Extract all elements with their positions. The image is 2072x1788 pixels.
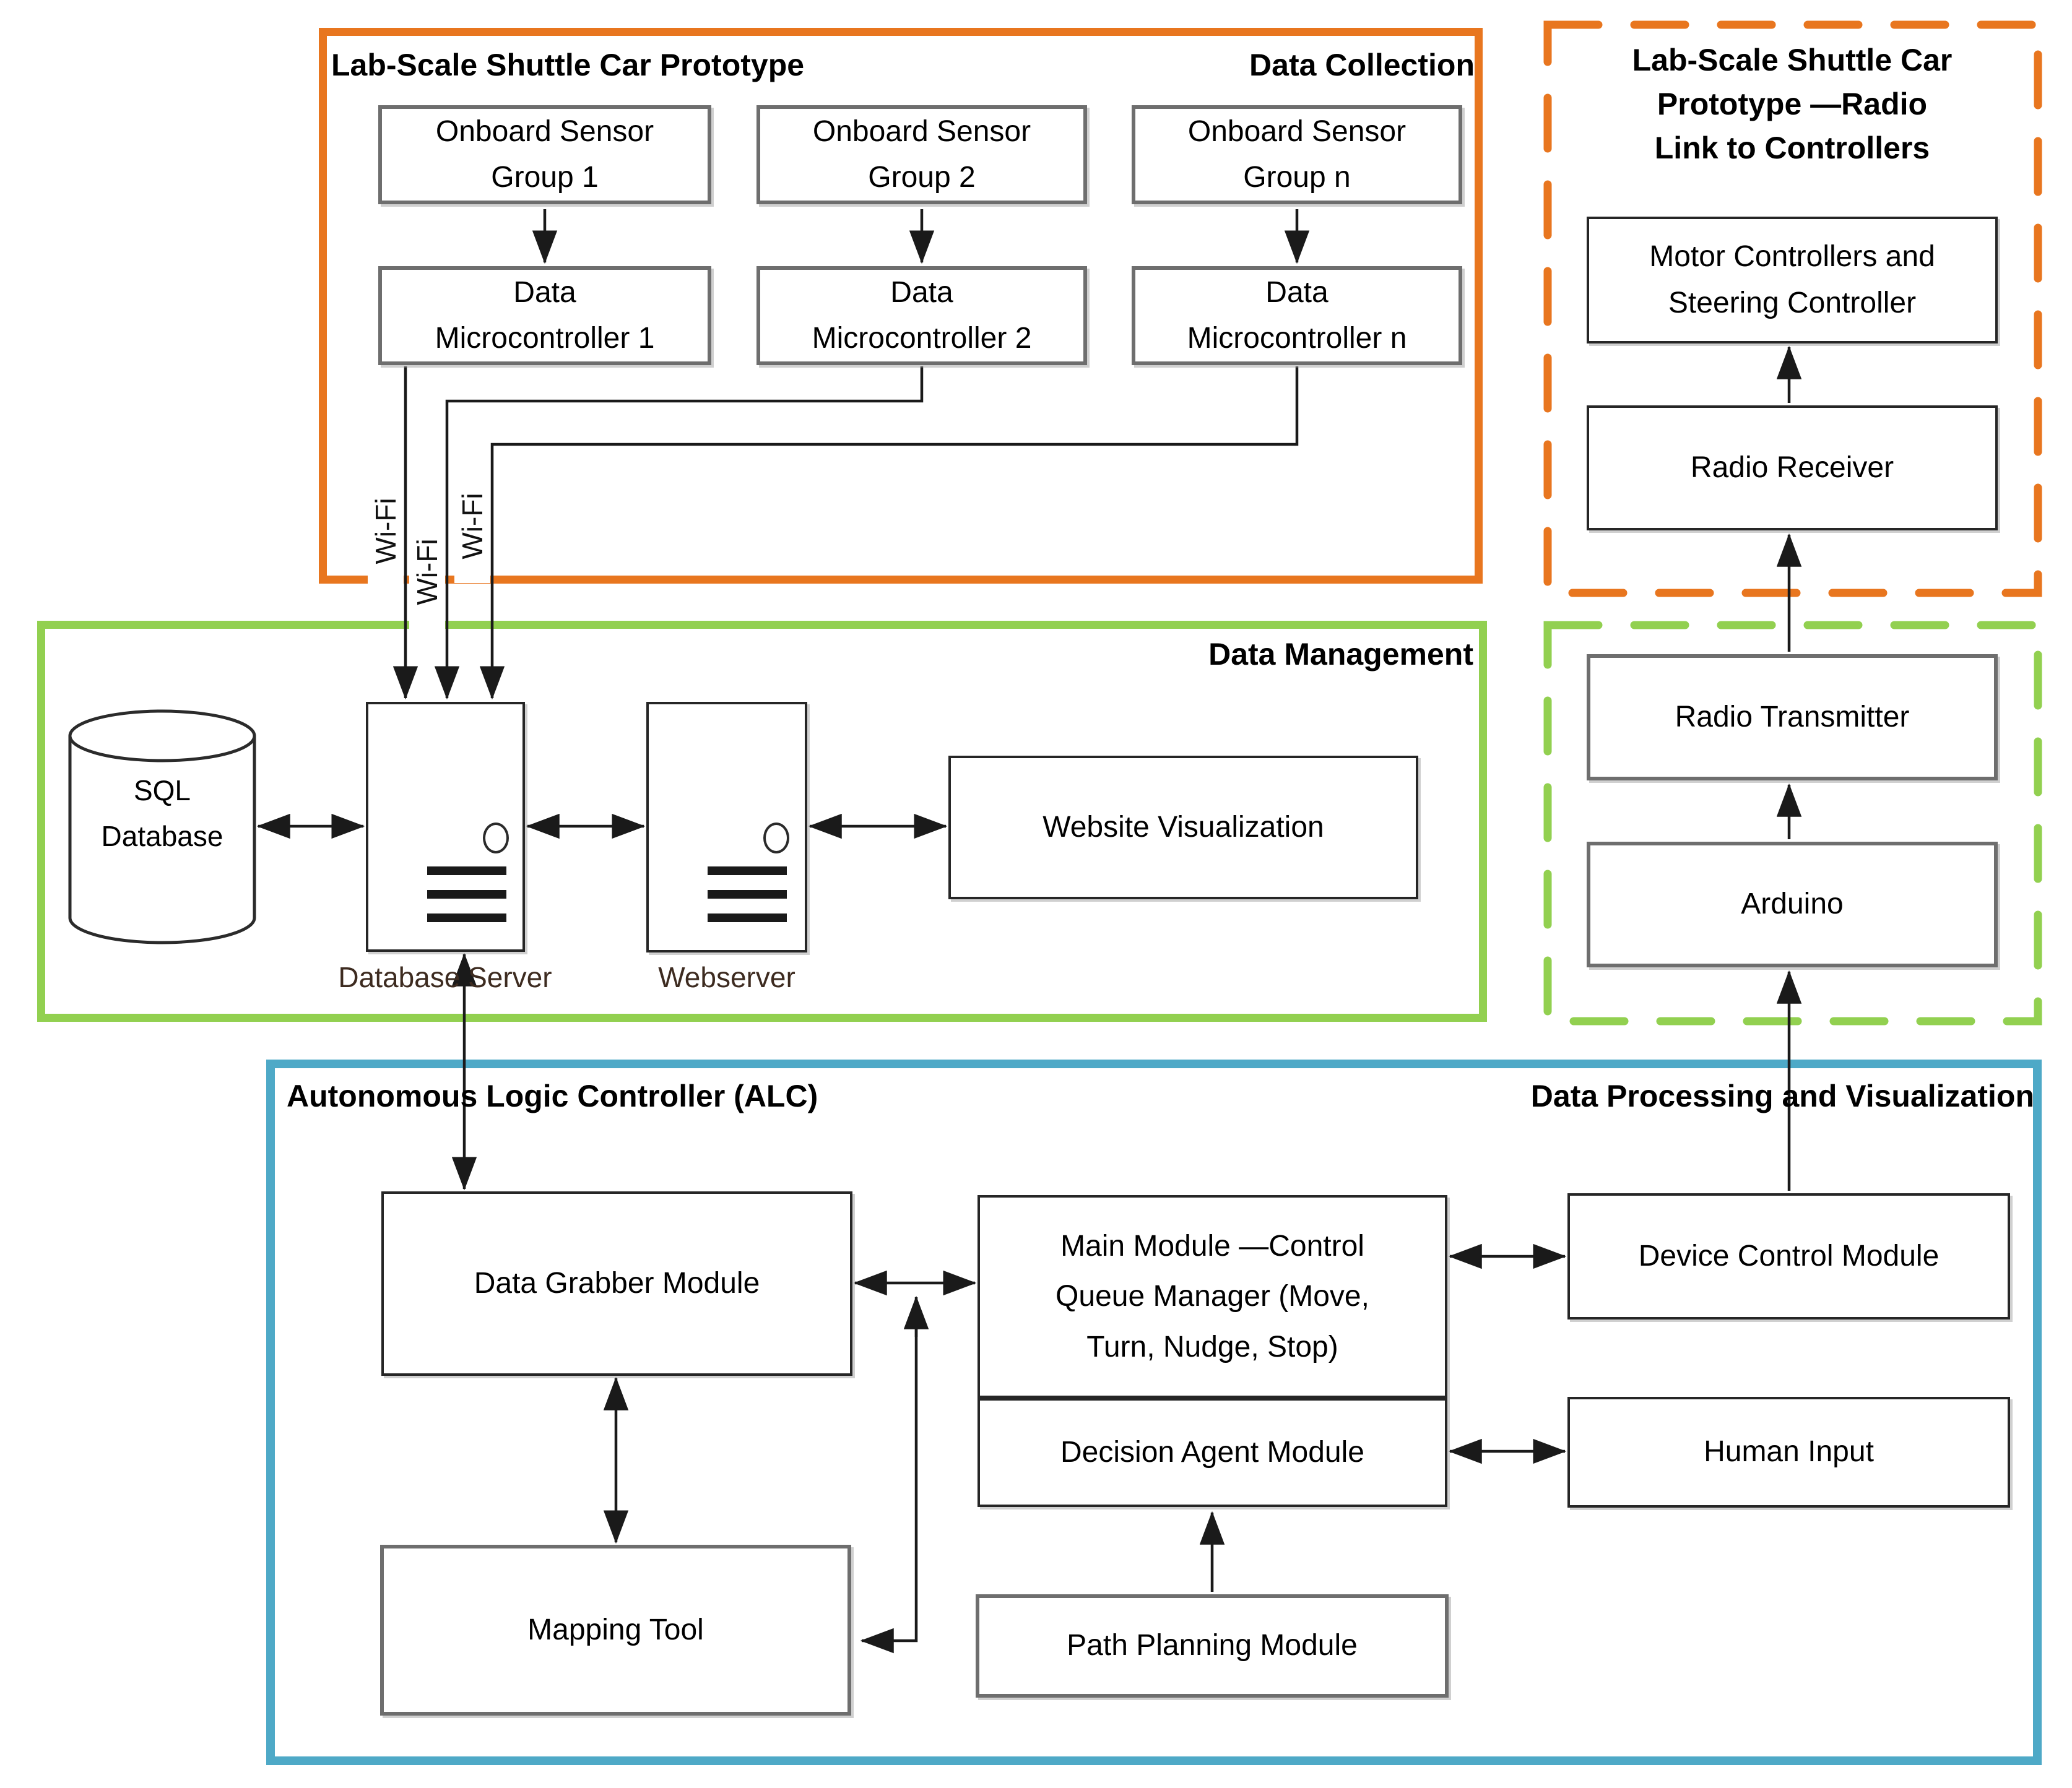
title-data-collection: Data Collection xyxy=(1249,48,1475,82)
server-vent-icon xyxy=(708,890,787,899)
node-webserver xyxy=(646,702,807,952)
node-data-microcontroller-2: Data Microcontroller 2 xyxy=(756,266,1087,365)
server-vent-icon xyxy=(427,890,506,899)
database-server-caption: Database Server xyxy=(338,961,552,993)
node-database-server xyxy=(366,702,525,952)
arrow-mainmodule-mappingtool xyxy=(860,1300,918,1654)
node-mapping-tool: Mapping Tool xyxy=(380,1545,851,1716)
section-data-collection xyxy=(319,28,1483,584)
title-data-management: Data Management xyxy=(1208,637,1473,672)
node-decision-agent-module: Decision Agent Module xyxy=(977,1398,1447,1507)
wifi-label-2: Wi-Fi xyxy=(409,515,445,629)
node-sql-database: SQL Database xyxy=(67,709,257,945)
title-lab-scale-prototype: Lab-Scale Shuttle Car Prototype xyxy=(331,48,805,82)
database-cylinder-icon xyxy=(68,709,256,944)
node-data-microcontroller-n: Data Microcontroller n xyxy=(1132,266,1462,365)
node-radio-transmitter: Radio Transmitter xyxy=(1587,654,1998,780)
node-onboard-sensor-group-2: Onboard Sensor Group 2 xyxy=(756,105,1087,204)
webserver-caption: Webserver xyxy=(658,961,795,993)
node-onboard-sensor-group-1: Onboard Sensor Group 1 xyxy=(378,105,711,204)
section-radio-link-frame xyxy=(1543,20,2042,597)
node-human-input: Human Input xyxy=(1567,1397,2010,1508)
section-data-management xyxy=(37,621,1487,1022)
node-motor-steering-controllers: Motor Controllers and Steering Controlle… xyxy=(1587,217,1998,343)
server-vent-icon xyxy=(708,866,787,875)
title-data-processing-visualization: Data Processing and Visualization xyxy=(1530,1079,2034,1113)
node-onboard-sensor-group-n: Onboard Sensor Group n xyxy=(1132,105,1462,204)
arrow-mcn-dbserver xyxy=(479,366,1299,700)
node-data-grabber-module: Data Grabber Module xyxy=(381,1191,852,1376)
title-radio-link: Lab-Scale Shuttle Car Prototype —Radio L… xyxy=(1632,43,1953,165)
server-vent-icon xyxy=(427,866,506,875)
node-radio-receiver: Radio Receiver xyxy=(1587,405,1998,530)
wifi-label-3: Wi-Fi xyxy=(454,469,490,583)
node-main-module-control-queue-manager: Main Module —Control Queue Manager (Move… xyxy=(977,1195,1447,1398)
server-vent-icon xyxy=(708,913,787,922)
node-website-visualization: Website Visualization xyxy=(948,756,1418,899)
server-led-icon xyxy=(763,823,789,853)
server-vent-icon xyxy=(427,913,506,922)
section-radio-tx-frame xyxy=(1543,621,2042,1026)
arrow-mc2-dbserver xyxy=(434,366,924,700)
server-led-icon xyxy=(483,823,509,853)
title-alc: Autonomous Logic Controller (ALC) xyxy=(287,1079,818,1113)
node-device-control-module: Device Control Module xyxy=(1567,1193,2010,1319)
sql-database-label: SQL Database xyxy=(101,774,223,852)
node-data-microcontroller-1: Data Microcontroller 1 xyxy=(378,266,711,365)
node-arduino: Arduino xyxy=(1587,842,1998,967)
node-path-planning-module: Path Planning Module xyxy=(976,1594,1449,1698)
section-alc xyxy=(266,1060,2042,1765)
wifi-label-1: Wi-Fi xyxy=(368,474,404,588)
